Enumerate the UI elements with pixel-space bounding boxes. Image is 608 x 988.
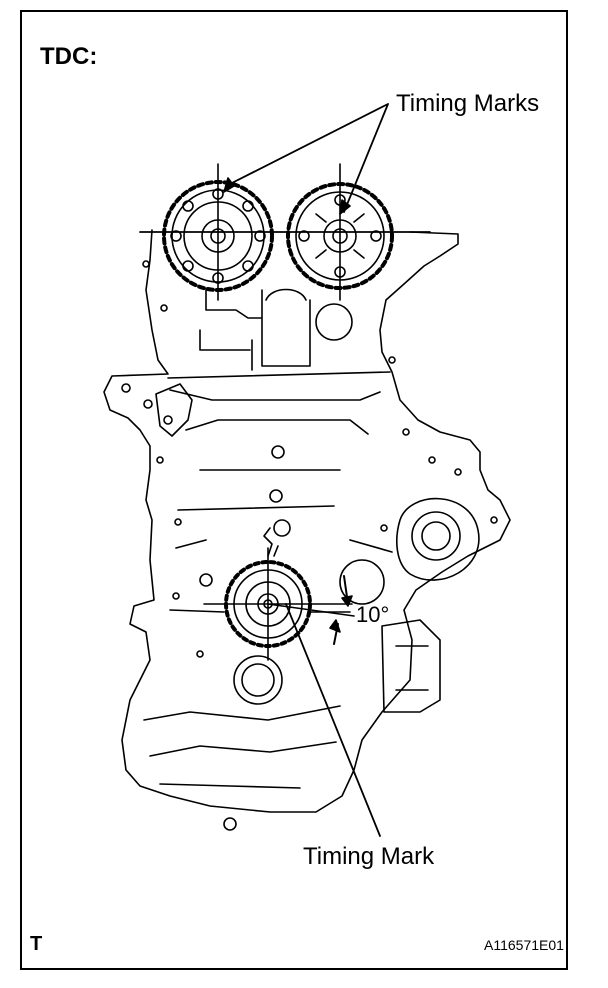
leader-timing-mark xyxy=(285,603,381,837)
crankshaft-timing-mark-callout: Timing Mark xyxy=(303,843,435,870)
tensioner-bracket xyxy=(155,383,193,437)
leader-arrowheads xyxy=(223,177,351,215)
bolt-holes-cover xyxy=(121,260,498,831)
lower-idler-hub xyxy=(241,663,275,697)
water-pump-hub xyxy=(421,521,451,551)
guide-boss xyxy=(315,303,353,341)
position-heading: TDC: xyxy=(40,43,98,70)
oil-pan xyxy=(143,705,341,789)
corner-code: T xyxy=(30,933,43,955)
camshaft-housing xyxy=(199,288,311,371)
figure-frame xyxy=(20,10,568,970)
right-cover-boss xyxy=(396,497,480,581)
crank-reference-lines xyxy=(203,547,355,661)
idler-pulley xyxy=(339,559,385,605)
water-pump-pulley xyxy=(411,511,461,561)
cam-reference-lines xyxy=(139,163,431,301)
camshaft-timing-marks-callout: Timing Marks xyxy=(396,90,540,117)
lower-idler xyxy=(233,655,283,705)
leader-timing-marks xyxy=(225,103,389,213)
angle-arrowheads xyxy=(329,595,353,633)
angle-callout: 10° xyxy=(356,602,390,627)
oil-filter-housing xyxy=(381,619,441,713)
engine-block-outline xyxy=(103,229,511,813)
figure-id: A116571E01 xyxy=(484,937,564,953)
